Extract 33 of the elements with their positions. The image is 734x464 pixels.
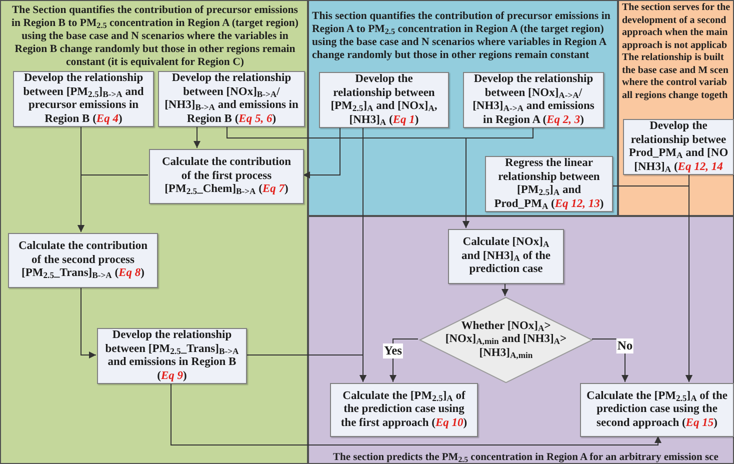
section-description: The Section quantifies the contribution of precursor emissions in Region B to PM$_{2.5}$ concentration in Region A (target region) using the base case and N scenarios where the variables in Region B change randomly but those in other regions remain constant (it is equivalent for Region C) [10,4,300,69]
section-panel [618,0,734,216]
section-description: This section quantifies the contribution of precursor emissions in Region A to PM$_{2.5}$ concentration in Region A (the target region) using the base case and N scenarios where variables in Region A change randomly but those in other regions remain constant [312,10,612,62]
section-panel [308,216,734,464]
connector-arrow [78,174,148,232]
section-description: The section serves for the development of a second approach when the main approach is not applicab The relationship is built the base case and M scen where the control variab all regions change togeth [622,2,732,102]
process-box: Calculate the contribution of the first process [PM$_{2.5}$_Chem]$_{B->A}$ (Eq 7) [149,149,304,204]
connector-arrow [246,354,366,382]
connector-arrow [170,382,662,446]
connector-arrow [80,286,96,358]
decision-diamond: Whether [NOx]$_{A}$>[NOx]$_{A,min}$ and [NH3]$_{A}$>[NH3]$_{A,min}$ [419,297,593,383]
process-box: Calculate the contribution of the second process [PM$_{2.5}$_Trans]$_{B->A}$ (Eq 8) [8,233,158,288]
connector-arrow [502,282,508,296]
process-box: Develop the relationship between [PM$_{2.5}$]$_{A}$ and [NOx]$_{A}$, [NH3]$_{A}$ (Eq 1) [319,72,449,128]
connector-arrow [390,338,418,382]
process-box: Develop the relationship between [NOx]$_{A->A}$/ [NH3]$_{A->A}$ and emissions in Region A (Eq 2, 3) [463,72,604,128]
section-panel [308,0,618,216]
process-box: Calculate the [PM$_{2.5}$]$_{A}$ of the prediction case using the first approach (Eq 10) [330,383,478,437]
process-box: Regress the linear relationship between [PM$_{2.5}$]$_{A}$ and Prod_PM$_{A}$ (Eq 12, 13) [485,156,613,212]
process-box: Develop the relationship between [PM$_{2.5}$_Trans]$_{B->A}$ and emissions in Region B (Eq 9) [97,328,247,384]
edge-label: No [616,338,634,354]
process-box: Develop the relationship between [NOx]$_{B->A}$/ [NH3]$_{B->A}$ and emissions in Region B (Eq 5, 6) [158,71,305,127]
section-panel [0,0,308,464]
process-box: Calculate [NOx]$_{A}$ and [NH3]$_{A}$ of the prediction case [448,229,564,284]
process-box: Develop the relationship between [PM$_{2.5}$]$_{B->A}$ and precursor emissions in Region B (Eq 4) [13,71,154,127]
edge-label: Yes [382,344,404,358]
section-description: The section predicts the PM$_{2.5}$ concentration in Region A for an arbitrary emission sce [333,451,718,464]
connector-arrow [612,186,692,382]
process-box: Calculate the [PM$_{2.5}$]$_{A}$ of the prediction case using the second approach (Eq 15) [580,383,734,437]
connector-arrow [462,126,534,228]
connector-arrow [302,126,340,178]
process-box: Develop the relationship betwee Prod_PM$_{A}$ and [NO [NH3]$_{A}$ (Eq 12, 14 [623,119,734,175]
connector-arrow [194,126,200,148]
